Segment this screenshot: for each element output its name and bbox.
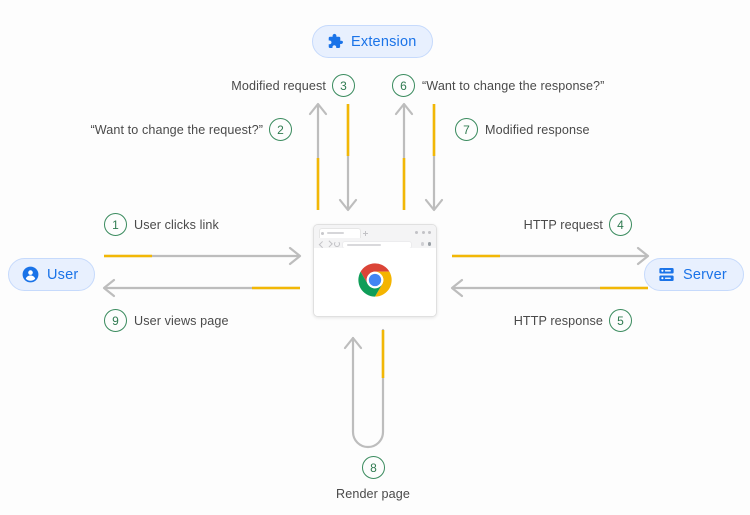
step-label-3: Modified request (231, 79, 326, 93)
step-circle-6: 6 (392, 74, 415, 97)
step-circle-8: 8 (362, 456, 385, 479)
chrome-logo-icon (355, 260, 395, 305)
forward-arrow-icon[interactable] (326, 240, 333, 247)
server-rack-icon (657, 265, 676, 284)
node-user-label: User (47, 266, 79, 283)
node-browser-window[interactable] (313, 224, 437, 317)
step-label-9: User views page (134, 314, 229, 328)
arrow-browser-to-server (452, 246, 650, 266)
node-extension[interactable]: Extension (312, 25, 434, 58)
person-circle-icon (21, 265, 40, 284)
node-server[interactable]: Server (644, 258, 744, 291)
step-label-1: User clicks link (134, 218, 219, 232)
arrow-browser-to-extension-response (394, 102, 414, 210)
step-circle-9: 9 (104, 309, 127, 332)
browser-viewport (314, 248, 436, 316)
arrow-extension-to-browser-response (424, 104, 444, 212)
step-label-5: HTTP response (513, 314, 603, 328)
reload-icon[interactable] (334, 241, 340, 247)
arrow-browser-to-user (102, 278, 300, 298)
step-label-4: HTTP request (523, 218, 603, 232)
new-tab-icon[interactable] (363, 231, 368, 236)
node-server-label: Server (683, 266, 727, 283)
puzzle-piece-icon (325, 32, 344, 51)
address-bar-text (347, 243, 381, 246)
step-label-6: “Want to change the response?” (422, 79, 605, 93)
browser-chrome-bar (314, 225, 436, 249)
browser-tab-favicon (321, 231, 324, 235)
browser-toolbar (314, 238, 436, 249)
toolbar-icons[interactable] (420, 242, 431, 246)
arrow-server-to-browser (450, 278, 648, 298)
step-label-2: “Want to change the request?” (90, 123, 263, 137)
step-circle-2: 2 (269, 118, 292, 141)
step-circle-1: 1 (104, 213, 127, 236)
step-label-8: Render page (336, 487, 410, 501)
step-circle-3: 3 (332, 74, 355, 97)
step-circle-5: 5 (609, 309, 632, 332)
arrow-extension-to-browser-request (338, 104, 358, 212)
back-arrow-icon[interactable] (319, 240, 326, 247)
browser-tab-title (327, 231, 344, 234)
node-user[interactable]: User (8, 258, 96, 291)
step-circle-7: 7 (455, 118, 478, 141)
arrow-render-loop (343, 328, 385, 449)
node-extension-label: Extension (351, 33, 417, 50)
window-controls[interactable] (415, 231, 431, 234)
step-label-7: Modified response (485, 123, 590, 137)
step-circle-4: 4 (609, 213, 632, 236)
arrow-browser-to-extension-request (308, 102, 328, 210)
arrow-user-to-browser (104, 246, 302, 266)
